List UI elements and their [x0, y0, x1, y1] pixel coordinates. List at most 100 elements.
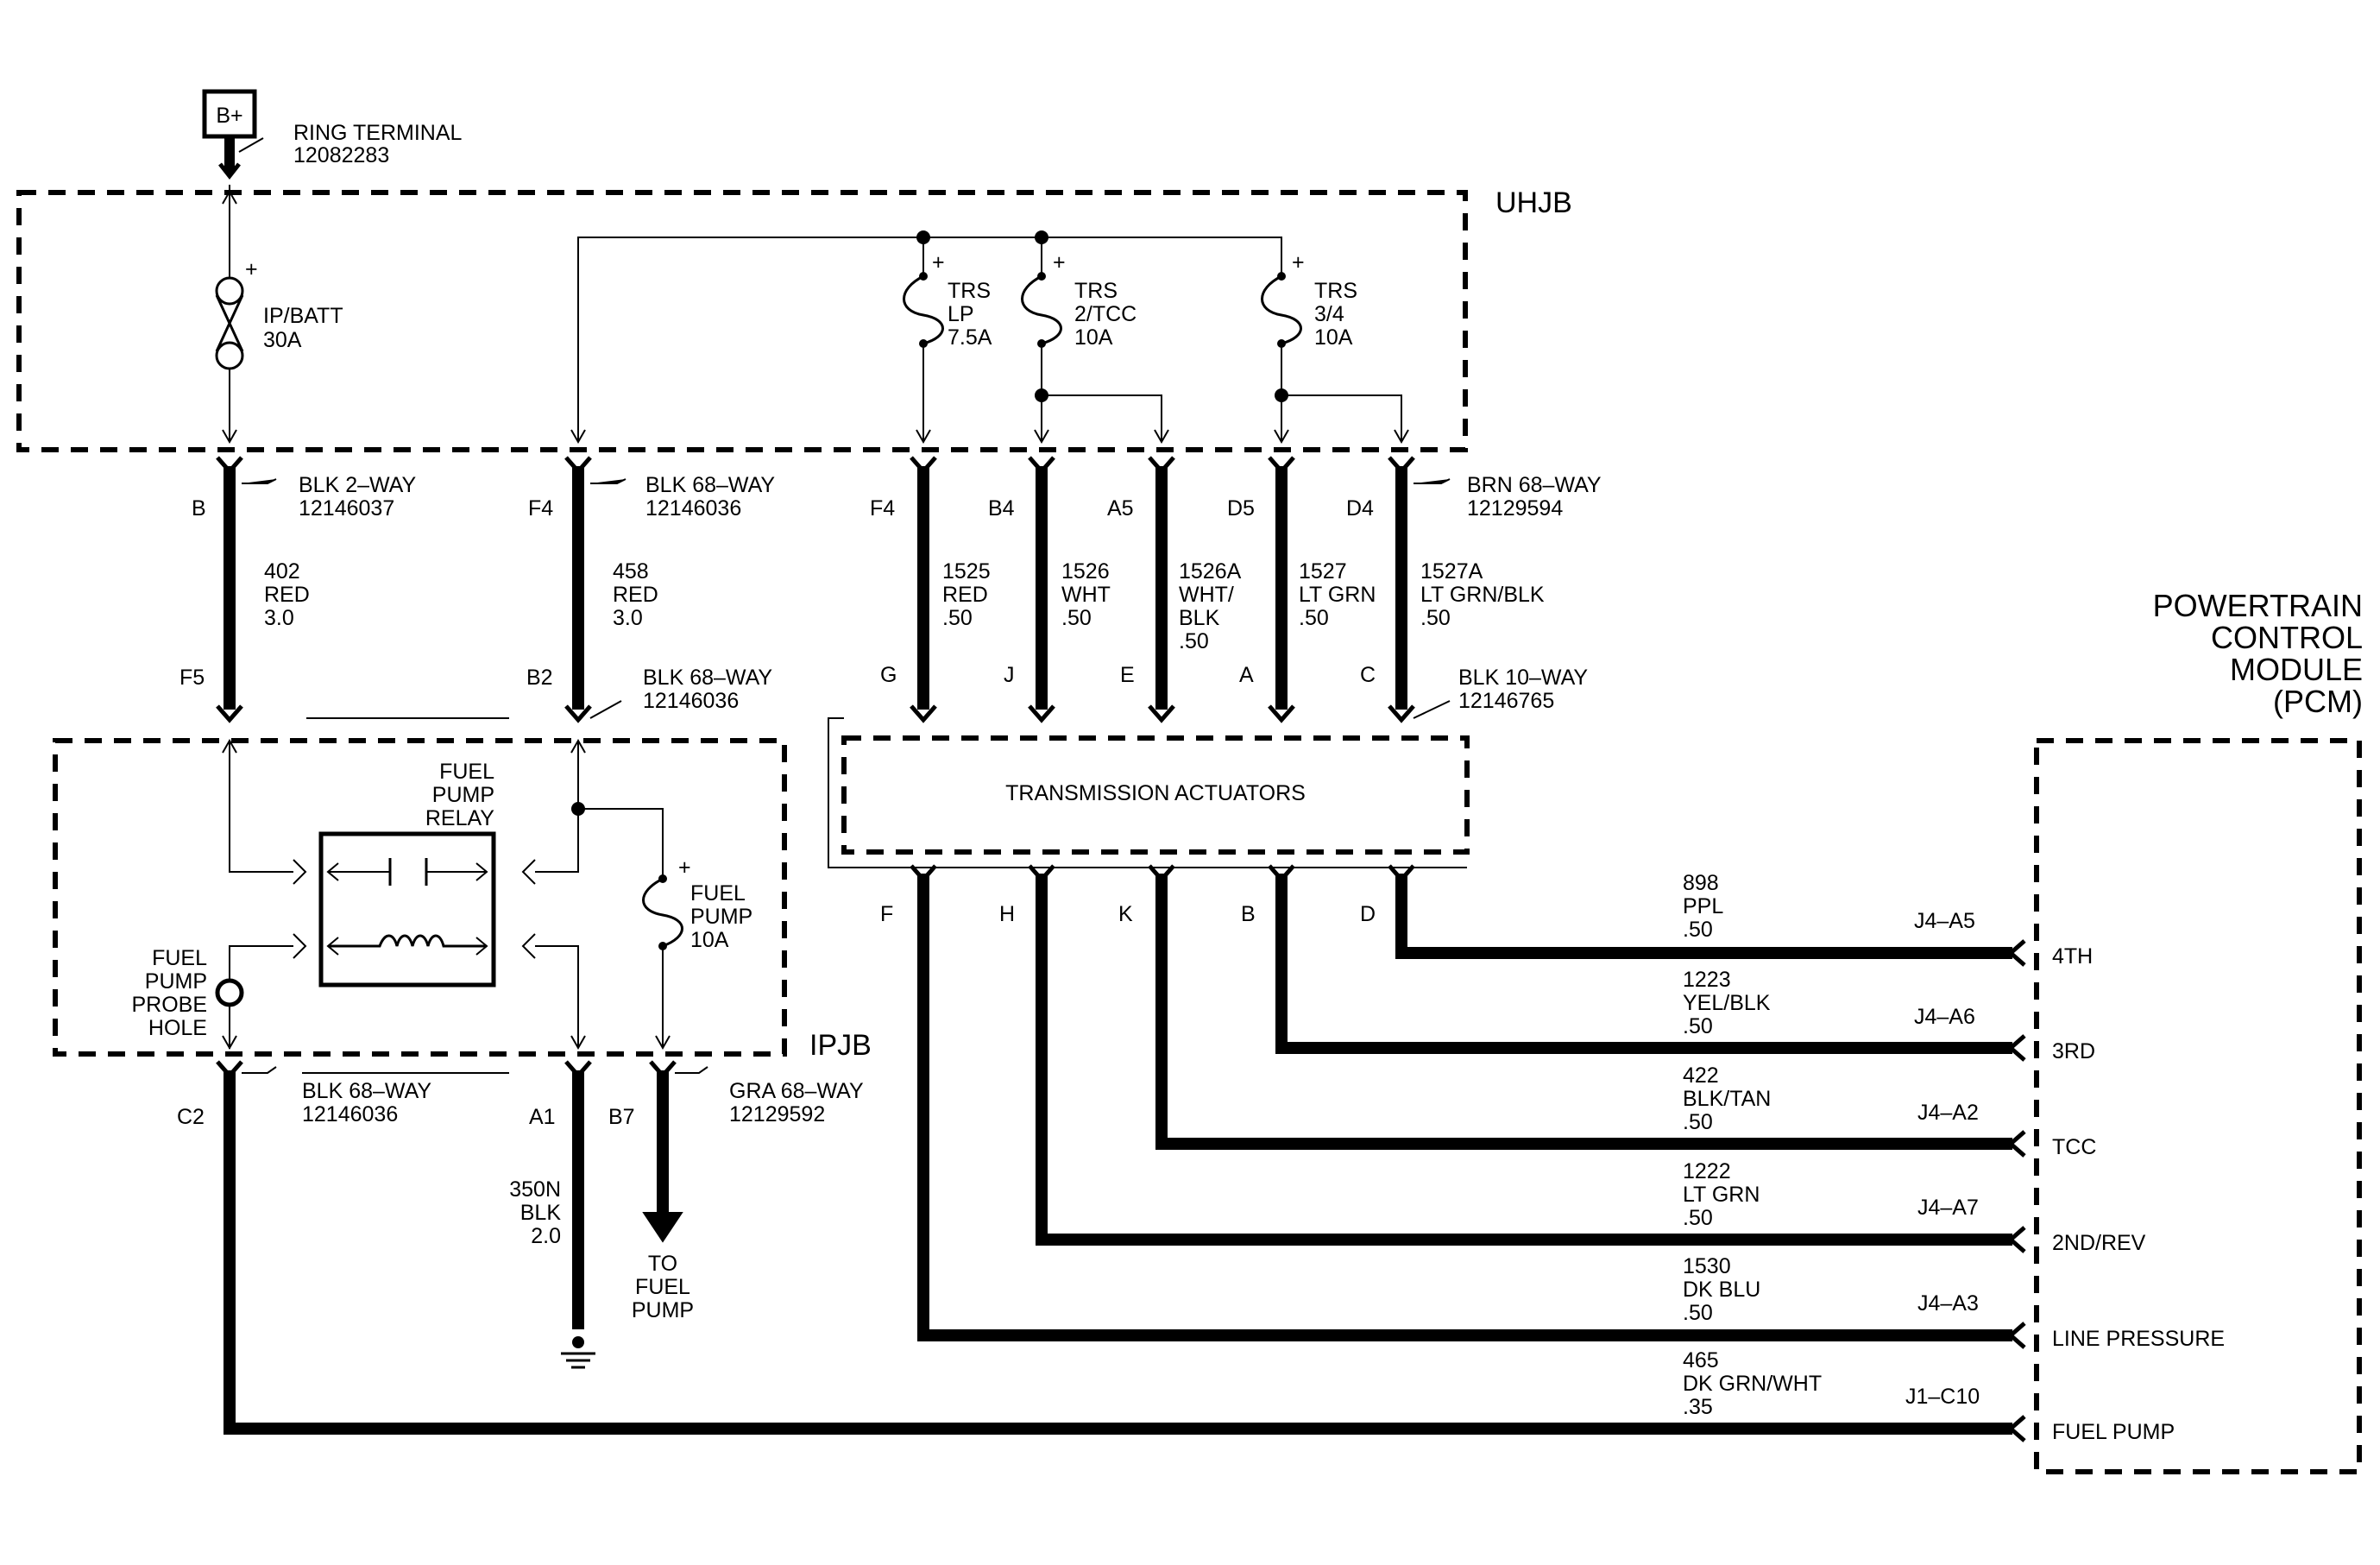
pcm-input-4th: 4TH [2052, 944, 2093, 969]
battery-label: B+ [216, 104, 242, 128]
ring-terminal-name: RING TERMINAL [293, 121, 462, 145]
wire-1526-color: WHT [1061, 583, 1111, 607]
pin-f4-left: F4 [528, 496, 553, 521]
pin-c2: C2 [177, 1105, 205, 1129]
fuse-trs-lp-rating: 7.5A [948, 325, 992, 350]
pcm-title-line1: POWERTRAIN [2153, 588, 2363, 623]
to-fuel-pump-line1: TO [648, 1252, 677, 1276]
wire-1527-color: LT GRN [1299, 583, 1376, 607]
wire-402-circuit: 402 [264, 559, 300, 584]
connector-blk68way-bot-part: 12146036 [302, 1102, 398, 1126]
connector-chevrons-bottom [216, 704, 1415, 723]
to-fuel-pump-line3: PUMP [632, 1298, 694, 1322]
wire-465-size: .35 [1683, 1395, 1713, 1419]
fuel-pump-relay-icon [318, 831, 496, 988]
upper-harness-wires [224, 466, 1407, 710]
pcm-title-line4: (PCM) [2273, 684, 2363, 719]
wire-1525-circuit: 1525 [942, 559, 991, 584]
wire-1223-color: YEL/BLK [1683, 991, 1771, 1015]
fuse-trs-2tcc-polarity: + [1053, 250, 1066, 275]
ipjb-junction-block: IPJB FUEL PUMP RELAY FUEL [53, 738, 872, 1062]
wire-1530-circuit: 1530 [1683, 1254, 1731, 1278]
fuse-fuelpump-name2: PUMP [690, 905, 752, 929]
pcm-module: POWERTRAIN CONTROL MODULE (PCM) 4TH 3RD … [2034, 588, 2363, 1474]
pin-d5: D5 [1227, 496, 1255, 521]
wire-402-size: 3.0 [264, 606, 294, 630]
wire-1526a-size: .50 [1179, 629, 1209, 653]
transmission-actuators: TRANSMISSION ACTUATORS [828, 717, 1470, 868]
pcm-pin-j4a6: J4–A6 [1914, 1005, 1975, 1029]
pin-a1: A1 [529, 1105, 556, 1129]
connector-brn68way-name: BRN 68–WAY [1467, 473, 1602, 497]
pin-g: G [880, 663, 897, 687]
pcm-input-line-pressure: LINE PRESSURE [2052, 1327, 2225, 1351]
probe-label-line3: PROBE [131, 993, 207, 1017]
pcm-title-line3: MODULE [2230, 652, 2363, 687]
pin-a5: A5 [1107, 496, 1134, 521]
probe-label-line4: HOLE [148, 1016, 207, 1040]
pcm-input-fuel-pump: FUEL PUMP [2052, 1420, 2175, 1444]
probe-hole-icon [215, 978, 244, 1007]
pin-f5: F5 [179, 666, 205, 690]
connector-gra68way-name: GRA 68–WAY [729, 1079, 864, 1103]
wire-1526a-color2: BLK [1179, 606, 1220, 630]
fuse-trs-lp-name1: TRS [948, 279, 991, 303]
wire-1223-size: .50 [1683, 1014, 1713, 1038]
wire-1525-size: .50 [942, 606, 973, 630]
connector-blk2way-part: 12146037 [299, 496, 394, 521]
wire-458-color: RED [613, 583, 658, 607]
fuse-trs-lp-name2: LP [948, 302, 974, 326]
wire-350n-size: 2.0 [531, 1224, 561, 1248]
fuse-fuelpump-name1: FUEL [690, 881, 746, 906]
connector-blk68way-top-part: 12146036 [645, 496, 741, 521]
pin-f4: F4 [870, 496, 895, 521]
uhjb-label: UHJB [1495, 186, 1572, 219]
fuse-ipbatt-name: IP/BATT [263, 304, 343, 328]
pcm-input-arrows [2007, 939, 2026, 1442]
pin-b4: B4 [988, 496, 1015, 521]
ground-icon [561, 1336, 595, 1369]
fuse-trs-2tcc-icon [1021, 272, 1062, 348]
probe-label-line2: PUMP [145, 969, 207, 994]
to-fuel-pump-line2: FUEL [635, 1275, 690, 1299]
wire-422-color: BLK/TAN [1683, 1087, 1771, 1111]
relay-label-line3: RELAY [425, 806, 494, 830]
fuse-trs-2tcc-rating: 10A [1074, 325, 1113, 350]
wire-1530-color: DK BLU [1683, 1278, 1760, 1302]
fuse-trs-2tcc-name2: 2/TCC [1074, 302, 1136, 326]
uhjb-junction-block: UHJB + IP/BATT 30A + TRS LP 7.5 [16, 185, 1572, 452]
wire-422-size: .50 [1683, 1110, 1713, 1134]
pin-a: A [1239, 663, 1254, 687]
fuse-ipbatt-polarity: + [245, 257, 258, 281]
wire-1527-circuit: 1527 [1299, 559, 1347, 584]
wire-1526a-color1: WHT/ [1179, 583, 1234, 607]
pcm-pin-j4a2: J4–A2 [1917, 1101, 1979, 1125]
wire-1222-color: LT GRN [1683, 1183, 1760, 1207]
connector-blk68way-top-name: BLK 68–WAY [645, 473, 775, 497]
wire-1526-size: .50 [1061, 606, 1092, 630]
wire-350n-circuit: 350N [509, 1177, 561, 1202]
wire-1530-size: .50 [1683, 1301, 1713, 1325]
pin-b2: B2 [526, 666, 553, 690]
wire-1527-size: .50 [1299, 606, 1329, 630]
fuse-trs-34-polarity: + [1292, 250, 1305, 275]
battery-terminal: B+ RING TERMINAL 12082283 [202, 89, 462, 180]
pcm-input-3rd: 3RD [2052, 1039, 2095, 1063]
fuse-trs-34-name1: TRS [1314, 279, 1357, 303]
connector-blk2way-name: BLK 2–WAY [299, 473, 416, 497]
wire-1526a-circuit: 1526A [1179, 559, 1242, 584]
wire-458-circuit: 458 [613, 559, 649, 584]
wire-898-circuit: 898 [1683, 871, 1719, 895]
wire-1222-circuit: 1222 [1683, 1159, 1731, 1183]
pin-e: E [1120, 663, 1135, 687]
pcm-pin-j4a3: J4–A3 [1917, 1291, 1979, 1316]
wire-1527a-size: .50 [1420, 606, 1451, 630]
pin-f: F [880, 902, 893, 926]
wire-898-color: PPL [1683, 894, 1723, 918]
fuse-trs-lp-icon [903, 272, 944, 348]
fuse-trs-34-name2: 3/4 [1314, 302, 1344, 326]
pin-c: C [1360, 663, 1376, 687]
relay-label-line2: PUMP [432, 783, 494, 807]
fuse-trs-2tcc-name1: TRS [1074, 279, 1118, 303]
wire-1526-circuit: 1526 [1061, 559, 1110, 584]
